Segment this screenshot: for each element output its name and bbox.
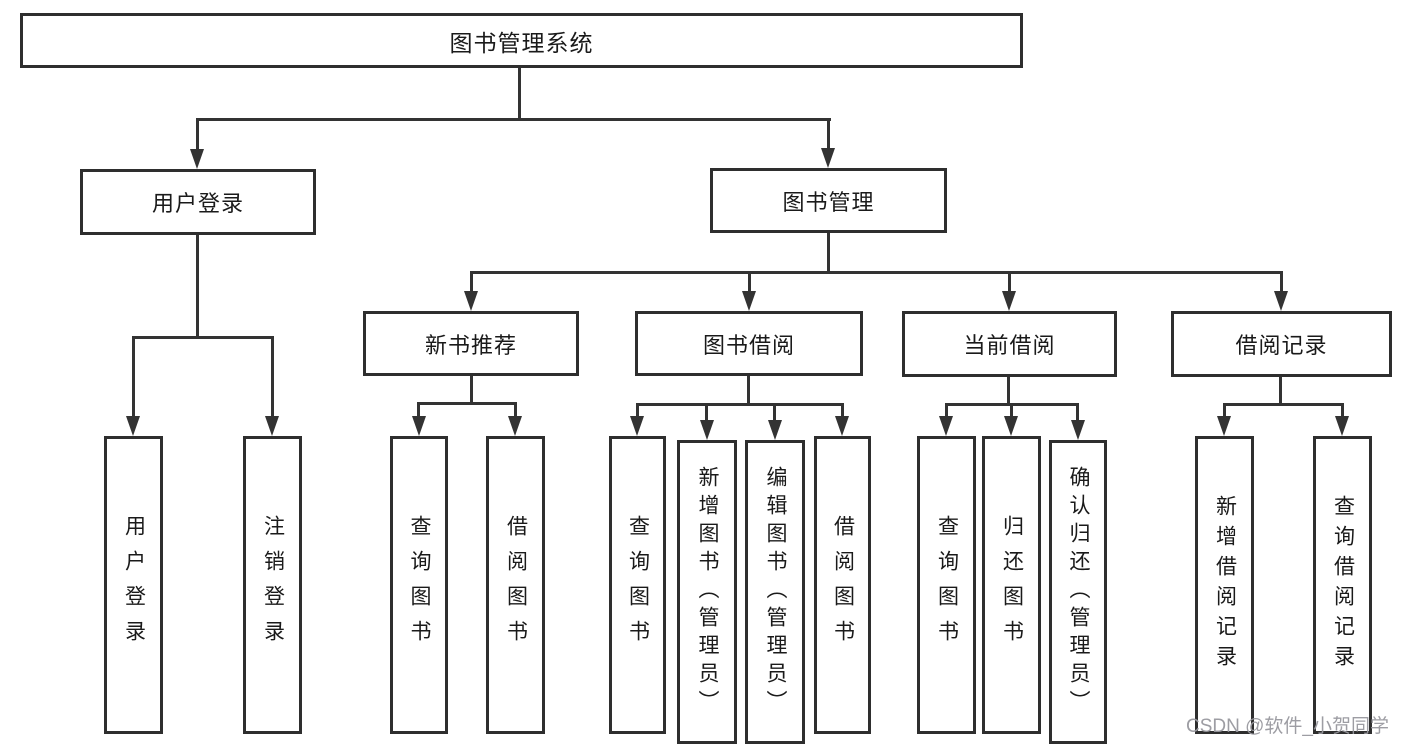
node-leaf-logout-label: 注销登录: [261, 515, 285, 655]
arrow-down-icon: [1217, 416, 1231, 436]
node-book-management-label: 图书管理: [782, 189, 875, 215]
node-root: 图书管理系统: [20, 13, 1023, 68]
node-new-book-recommend: 新书推荐: [363, 311, 579, 376]
arrow-down-icon: [508, 416, 522, 436]
arrow-down-icon: [126, 416, 140, 436]
node-leaf-confirm-return-admin-label: 确认归还（管理员）: [1067, 466, 1090, 718]
arrow-down-icon: [265, 416, 279, 436]
connector-line: [196, 118, 831, 121]
node-leaf-query-books-1: 查询图书: [390, 436, 448, 734]
arrow-down-icon: [768, 420, 782, 440]
connector-line: [470, 376, 473, 405]
arrow-down-icon: [412, 416, 426, 436]
node-current-borrow: 当前借阅: [902, 311, 1117, 377]
connector-line: [1280, 271, 1283, 293]
arrow-down-icon: [1274, 291, 1288, 311]
connector-line: [945, 403, 948, 418]
connector-line: [271, 336, 274, 418]
node-leaf-query-borrow-record-label: 查询借阅记录: [1331, 495, 1355, 675]
node-leaf-add-books-admin-label: 新增图书（管理员）: [696, 466, 719, 718]
connector-line: [470, 271, 473, 293]
node-leaf-user-login-label: 用户登录: [122, 515, 146, 655]
node-leaf-query-books-3-label: 查询图书: [935, 515, 959, 655]
node-leaf-borrow-books-1-label: 借阅图书: [504, 515, 528, 655]
connector-line: [705, 403, 708, 422]
node-book-borrow-label: 图书借阅: [702, 332, 795, 358]
node-leaf-add-borrow-record-label: 新增借阅记录: [1213, 495, 1237, 675]
connector-line: [747, 376, 750, 406]
node-leaf-edit-books-admin: 编辑图书（管理员）: [745, 440, 805, 744]
node-root-label: 图书管理系统: [449, 29, 594, 56]
connector-line: [841, 403, 844, 418]
connector-line: [196, 235, 199, 339]
node-leaf-edit-books-admin-label: 编辑图书（管理员）: [764, 466, 787, 718]
node-leaf-query-books-1-label: 查询图书: [408, 515, 431, 655]
node-borrow-records-label: 借阅记录: [1235, 333, 1328, 358]
connector-line: [827, 118, 830, 150]
arrow-down-icon: [1004, 416, 1018, 436]
connector-line: [417, 402, 420, 418]
node-leaf-query-books-2-label: 查询图书: [626, 515, 650, 655]
connector-line: [1341, 403, 1344, 418]
node-leaf-borrow-books-1: 借阅图书: [486, 436, 545, 734]
node-book-borrow: 图书借阅: [635, 311, 863, 376]
arrow-down-icon: [939, 416, 953, 436]
arrow-down-icon: [190, 149, 204, 169]
node-leaf-user-login: 用户登录: [104, 436, 163, 734]
connector-line: [132, 336, 135, 418]
connector-line: [1008, 271, 1011, 293]
arrow-down-icon: [464, 291, 478, 311]
node-leaf-return-books: 归还图书: [982, 436, 1041, 734]
connector-line: [196, 118, 199, 151]
node-new-book-recommend-label: 新书推荐: [424, 332, 517, 358]
connector-line: [1010, 403, 1013, 418]
node-user-login-label: 用户登录: [151, 191, 244, 216]
connector-line: [748, 271, 751, 293]
connector-line: [636, 403, 639, 418]
node-leaf-borrow-books-2: 借阅图书: [814, 436, 871, 734]
arrow-down-icon: [1002, 291, 1016, 311]
node-leaf-logout: 注销登录: [243, 436, 302, 734]
watermark: CSDN @软件_小贺同学: [1186, 716, 1389, 737]
node-leaf-return-books-label: 归还图书: [1000, 515, 1024, 655]
node-leaf-borrow-books-2-label: 借阅图书: [831, 515, 855, 655]
connector-line: [132, 336, 274, 339]
connector-line: [518, 68, 521, 120]
node-leaf-query-borrow-record: 查询借阅记录: [1313, 436, 1372, 734]
node-leaf-confirm-return-admin: 确认归还（管理员）: [1049, 440, 1107, 744]
arrow-down-icon: [700, 420, 714, 440]
connector-line: [1223, 403, 1226, 418]
arrow-down-icon: [821, 148, 835, 168]
node-book-management: 图书管理: [710, 168, 947, 233]
arrow-down-icon: [1071, 420, 1085, 440]
connector-line: [636, 403, 844, 406]
node-current-borrow-label: 当前借阅: [963, 333, 1056, 358]
connector-line: [827, 233, 830, 274]
node-leaf-query-books-3: 查询图书: [917, 436, 976, 734]
connector-line: [1223, 403, 1344, 406]
connector-line: [514, 402, 517, 418]
connector-line: [1076, 403, 1079, 422]
connector-line: [1007, 377, 1010, 406]
connector-line: [1279, 377, 1282, 406]
arrow-down-icon: [742, 291, 756, 311]
node-user-login: 用户登录: [80, 169, 316, 235]
node-leaf-add-books-admin: 新增图书（管理员）: [677, 440, 737, 744]
node-leaf-add-borrow-record: 新增借阅记录: [1195, 436, 1254, 734]
arrow-down-icon: [835, 416, 849, 436]
arrow-down-icon: [1335, 416, 1349, 436]
node-leaf-query-books-2: 查询图书: [609, 436, 666, 734]
node-borrow-records: 借阅记录: [1171, 311, 1392, 377]
arrow-down-icon: [630, 416, 644, 436]
connector-line: [417, 402, 517, 405]
connector-line: [773, 403, 776, 422]
connector-line: [470, 271, 1283, 274]
